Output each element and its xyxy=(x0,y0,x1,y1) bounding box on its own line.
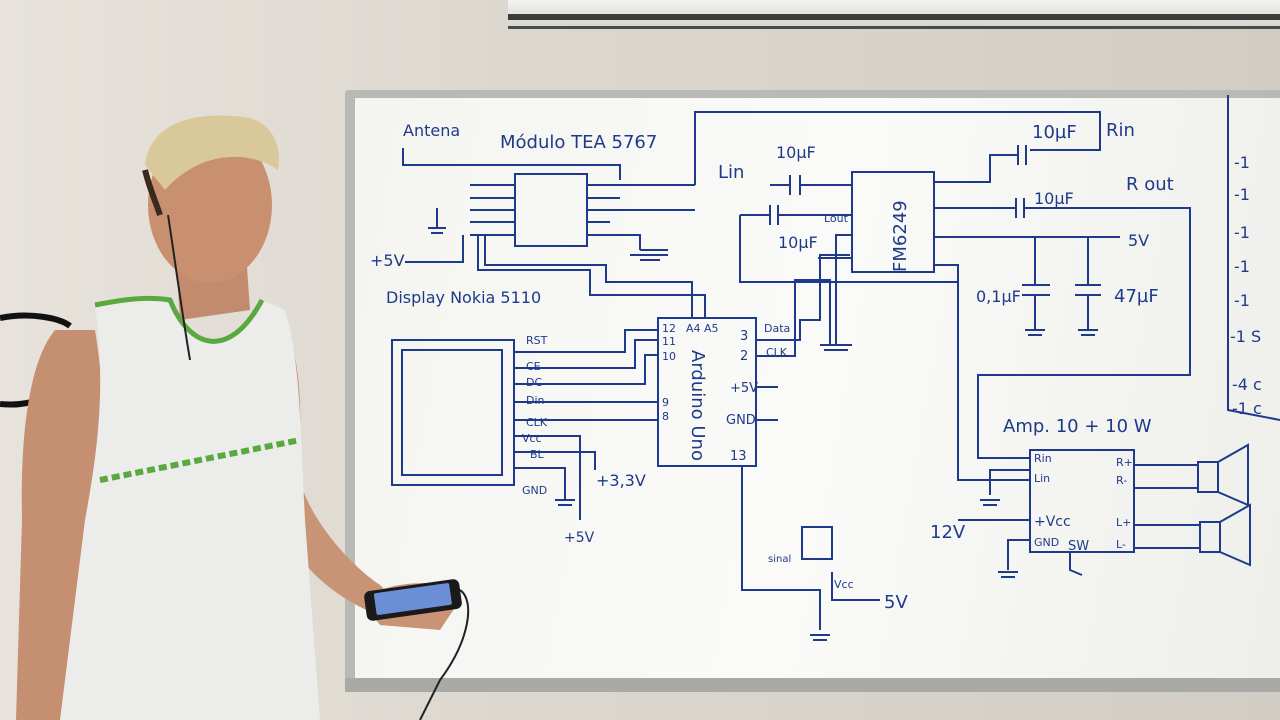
rail-strip xyxy=(508,14,1280,20)
tank-top xyxy=(60,298,320,720)
label-rout: R out xyxy=(1126,174,1174,195)
label-ard-9: 9 xyxy=(662,396,669,409)
label-cap-rin: 10µF xyxy=(1032,122,1077,143)
label-5v-chip: 5V xyxy=(1128,231,1149,250)
label-amp-rin: Rin xyxy=(1034,452,1052,465)
phone-screen xyxy=(373,583,452,615)
side-item-8: -1 c xyxy=(1232,399,1262,418)
ring-object xyxy=(0,312,72,329)
label-cap-01: 0,1µF xyxy=(976,287,1021,306)
label-cap-lin: 10µF xyxy=(776,143,816,162)
side-item-7: -4 c xyxy=(1232,375,1262,394)
label-ard-13: 13 xyxy=(730,449,747,464)
label-amp-rminus: R- xyxy=(1116,474,1127,487)
label-ard-2: 2 xyxy=(740,349,748,364)
label-switch-vcc: Vcc xyxy=(834,578,854,591)
label-arduino: Arduino Uno xyxy=(687,350,708,461)
antenna-wire xyxy=(402,148,621,180)
label-ard-a4a5: A4 A5 xyxy=(686,322,719,335)
label-pin-din: Din xyxy=(526,394,545,407)
label-pin-clk: CLK xyxy=(526,416,548,429)
label-ard-gnd: GND xyxy=(726,413,756,428)
nokia-display-screen xyxy=(401,349,503,476)
label-sinal: sinal xyxy=(768,554,791,565)
whiteboard xyxy=(355,98,1280,678)
label-pin-rst: RST xyxy=(526,334,548,347)
label-ard-10: 10 xyxy=(662,350,676,363)
label-pin-bl: BL xyxy=(530,448,545,461)
label-ard-12: 12 xyxy=(662,322,676,335)
label-antenna: Antena xyxy=(403,121,460,140)
label-fm6249: FM6249 xyxy=(890,200,911,272)
label-display-title: Display Nokia 5110 xyxy=(386,288,541,307)
arduino-outline xyxy=(657,317,757,467)
speaker-right xyxy=(1197,461,1219,493)
label-amp-lplus: L+ xyxy=(1116,516,1131,529)
label-ard-8: 8 xyxy=(662,410,669,423)
whiteboard-tray xyxy=(345,678,1280,692)
side-item-5: -1 xyxy=(1234,291,1250,310)
hair xyxy=(145,115,280,190)
label-amp-title: Amp. 10 + 10 W xyxy=(1003,416,1152,437)
side-item-2: -1 xyxy=(1234,185,1250,204)
label-5v-display: +5V xyxy=(564,530,595,546)
side-item-6: -1 S xyxy=(1230,327,1261,346)
label-cap-rout: 10µF xyxy=(1034,189,1074,208)
label-5v-module: +5V xyxy=(370,251,405,270)
nokia-display-outline xyxy=(391,339,515,486)
label-ard-3: 3 xyxy=(740,329,748,344)
fm6249-chip xyxy=(851,171,935,273)
label-amp-vcc: +Vcc xyxy=(1034,514,1071,530)
label-module-title: Módulo TEA 5767 xyxy=(500,132,657,153)
label-3v3: +3,3V xyxy=(596,471,646,490)
speaker-left xyxy=(1199,521,1221,553)
side-item-4: -1 xyxy=(1234,257,1250,276)
label-amp-lminus: L- xyxy=(1116,538,1126,551)
label-5v-switch: 5V xyxy=(884,592,908,613)
label-clk: CLK xyxy=(766,346,788,359)
label-amp-lin: Lin xyxy=(1034,472,1050,485)
label-amp-sw: SW xyxy=(1068,539,1089,554)
label-pin-ce: CE xyxy=(526,360,541,373)
button-switch xyxy=(801,526,833,560)
label-lout: Lout xyxy=(824,212,849,225)
label-amp-gnd: GND xyxy=(1034,536,1059,549)
label-cap-47: 47µF xyxy=(1114,286,1159,307)
label-lin: Lin xyxy=(718,162,744,183)
label-ard-5v: +5V xyxy=(730,381,758,396)
label-ard-11: 11 xyxy=(662,335,676,348)
label-data: Data xyxy=(764,322,790,335)
side-item-1: -1 xyxy=(1234,153,1250,172)
label-amp-rplus: R+ xyxy=(1116,456,1133,469)
label-12v: 12V xyxy=(930,522,966,543)
amp-outline xyxy=(1029,449,1135,553)
side-item-3: -1 xyxy=(1234,223,1250,242)
label-cap-lout: 10µF xyxy=(778,233,818,252)
label-pin-vcc: Vcc xyxy=(522,432,542,445)
label-pin-gnd: GND xyxy=(522,484,547,497)
label-rin: Rin xyxy=(1106,120,1135,141)
label-pin-dc: DC xyxy=(526,376,542,389)
